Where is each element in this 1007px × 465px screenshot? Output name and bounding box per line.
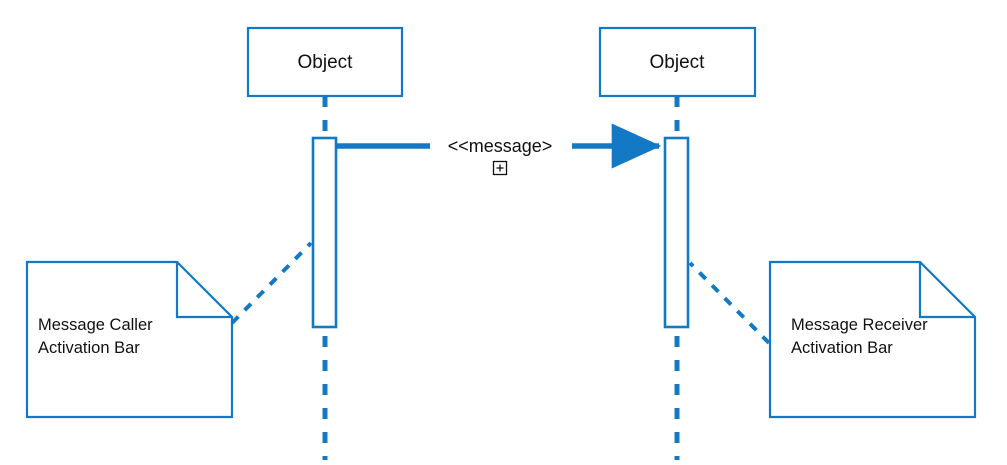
note-receiver-line2: Activation Bar: [791, 339, 893, 357]
note-caller-connector: [230, 241, 313, 325]
activation-bar-caller[interactable]: [311, 136, 338, 329]
object-head-receiver-label: Object: [650, 52, 706, 73]
object-head-caller[interactable]: [246, 26, 404, 98]
note-caller-shape: [25, 260, 234, 419]
note-caller-line1: Message Caller: [38, 316, 153, 334]
note-receiver-shape: [768, 260, 977, 419]
message-expand-icon[interactable]: [492, 160, 508, 176]
note-receiver-fold: [918, 262, 975, 319]
object-head-receiver[interactable]: [598, 26, 757, 98]
note-receiver-line1: Message Receiver: [791, 316, 928, 334]
note-receiver-connector: [688, 261, 771, 345]
lifeline-receiver[interactable]: Object: [598, 26, 757, 460]
lifeline-caller[interactable]: Object: [246, 26, 404, 460]
note-receiver[interactable]: Message Receiver Activation Bar: [768, 260, 977, 419]
note-caller-fold: [175, 262, 232, 319]
message-label: <<message>: [448, 136, 553, 156]
note-caller[interactable]: Message Caller Activation Bar: [25, 260, 234, 419]
note-caller-line2: Activation Bar: [38, 339, 140, 357]
activation-bar-receiver[interactable]: [663, 136, 690, 329]
object-head-caller-label: Object: [298, 52, 354, 73]
